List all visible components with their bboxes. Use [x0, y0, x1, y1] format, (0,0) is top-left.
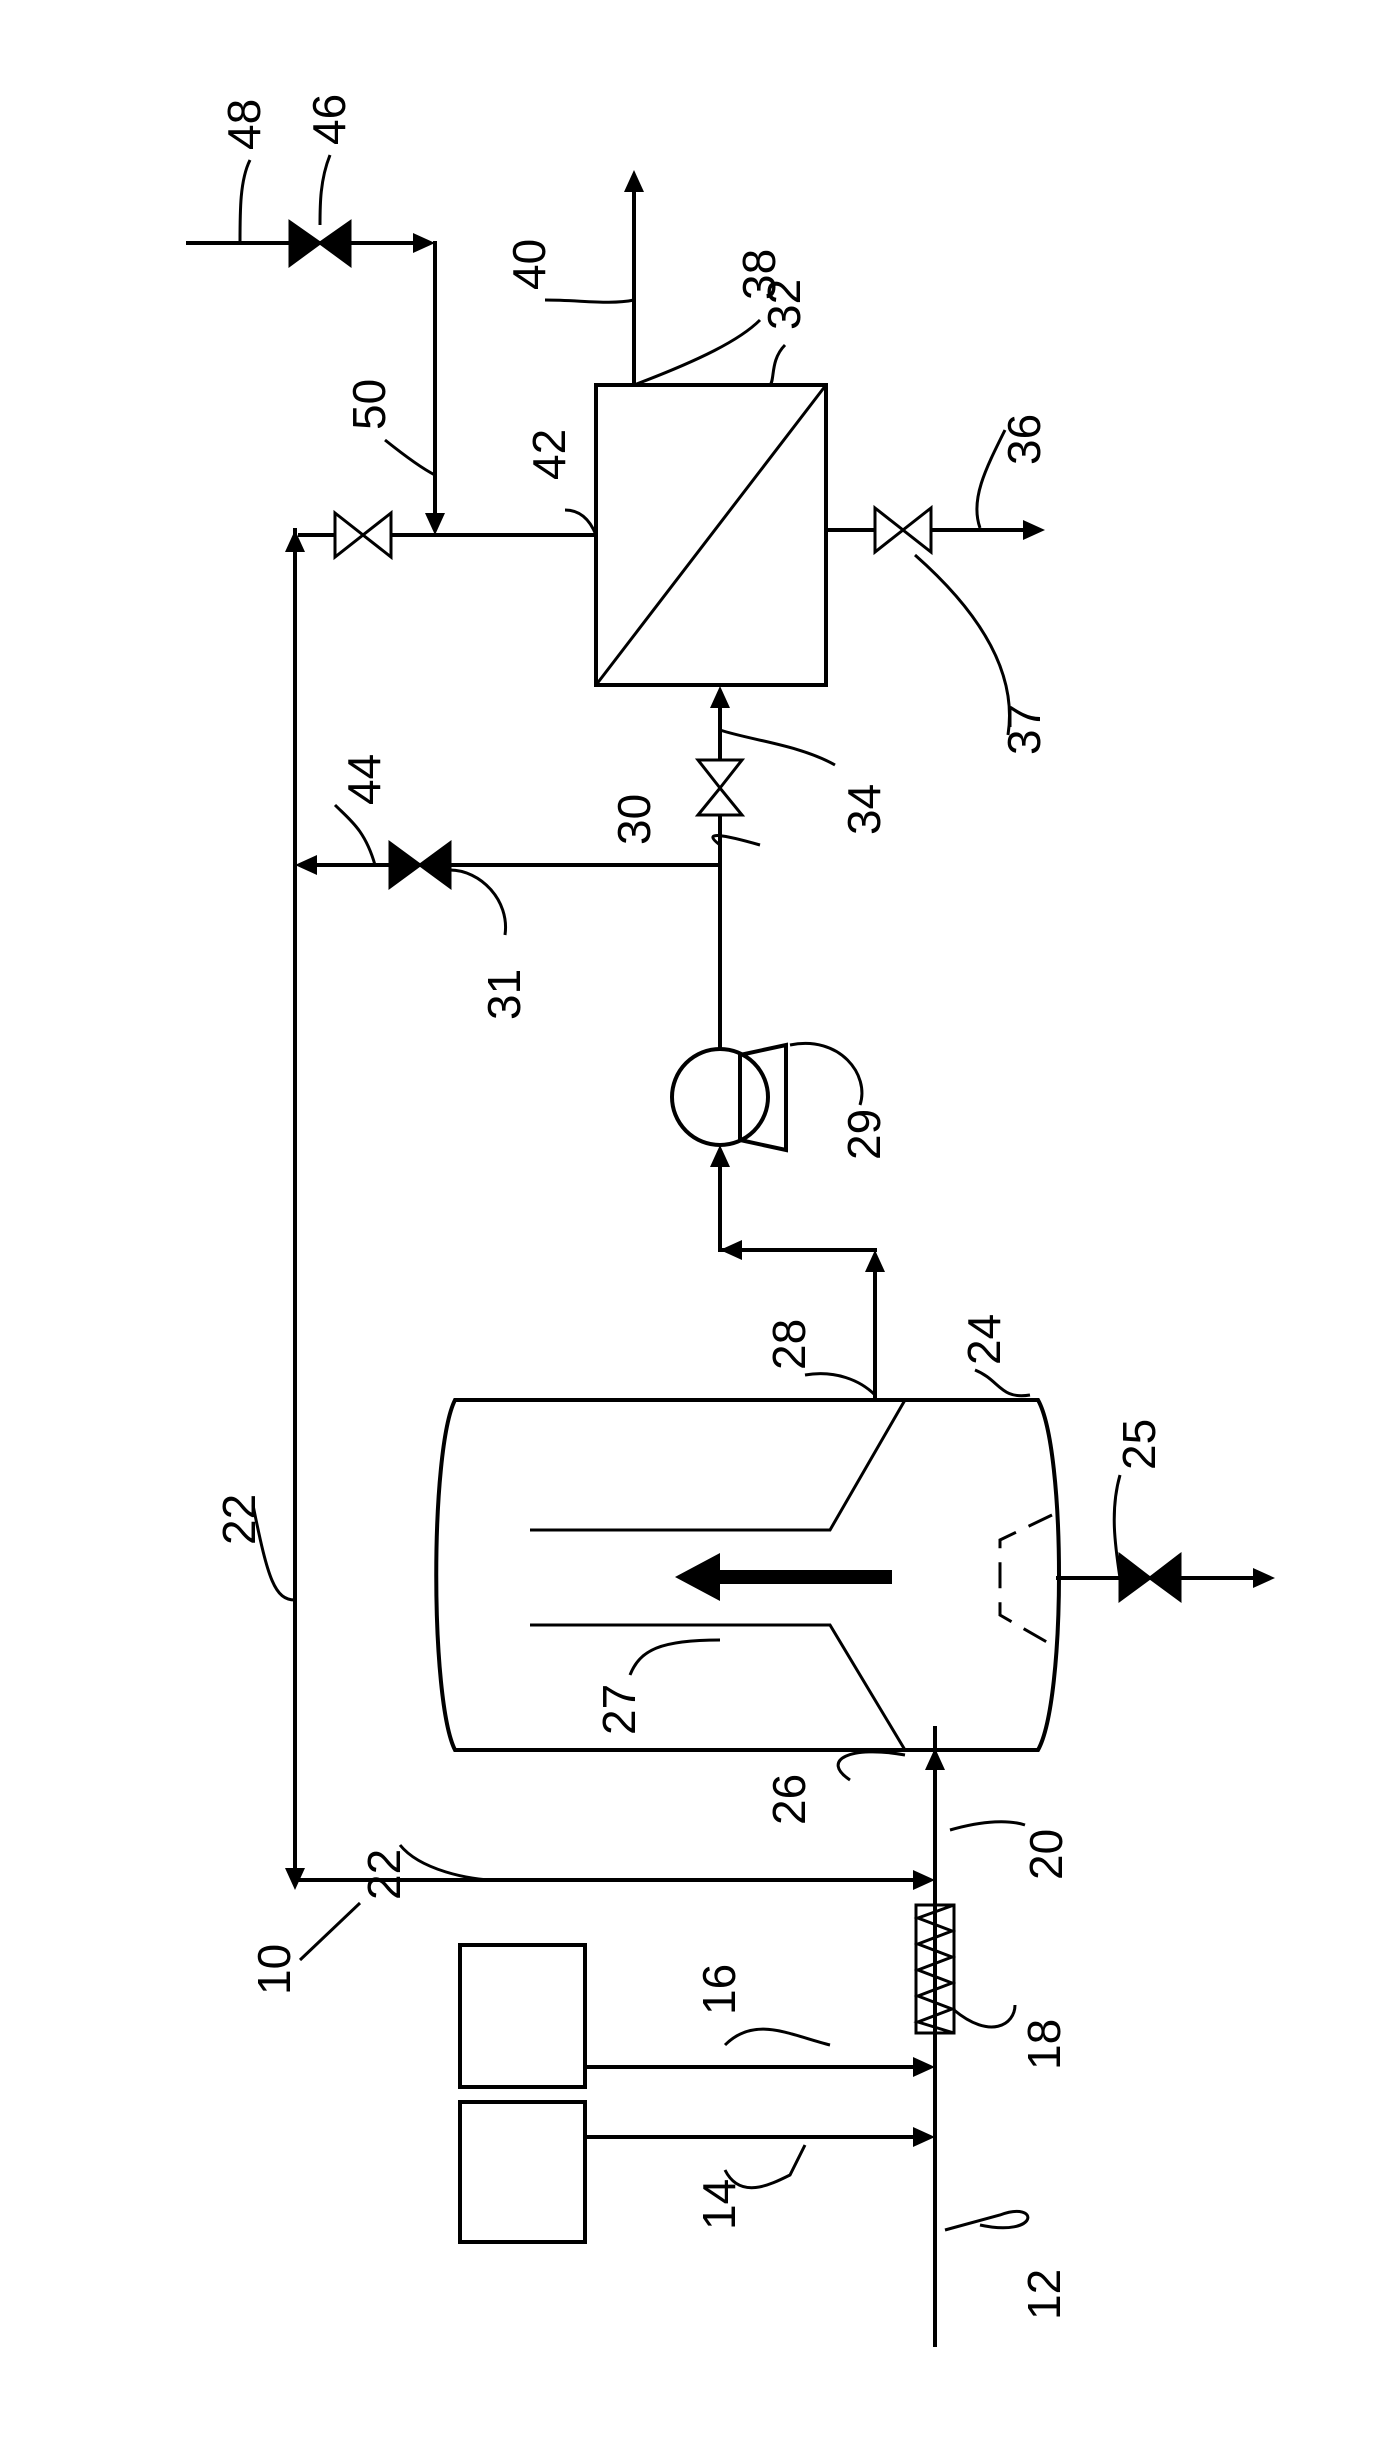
- branch-line-44: [295, 840, 722, 890]
- tank-outlet-28: [710, 1145, 885, 1402]
- outlet-line-36: [824, 504, 1045, 556]
- label-36: 36: [998, 414, 1050, 465]
- dosing-tank-16: [458, 1943, 587, 2089]
- static-mixer-18: [913, 1883, 957, 2057]
- label-34: 34: [838, 784, 890, 835]
- label-32: 32: [758, 279, 810, 330]
- label-31: 31: [478, 969, 530, 1020]
- drain-line-25: [1056, 1551, 1275, 1603]
- label-38: 38: [733, 249, 785, 300]
- label-14: 14: [693, 2179, 745, 2230]
- label-29: 29: [838, 1109, 890, 1160]
- label-22a: 22: [213, 1494, 265, 1545]
- reference-numerals: 10 12 14 16 18 20 22 22 24 25 26 27 28 2…: [213, 94, 1165, 2320]
- leader-lines: [238, 154, 1122, 2232]
- pump-29: [670, 846, 788, 1153]
- label-16: 16: [693, 1964, 745, 2015]
- label-27: 27: [593, 1684, 645, 1735]
- label-50: 50: [343, 379, 395, 430]
- label-18: 18: [1018, 2019, 1070, 2070]
- dosing-line-16: [583, 2057, 935, 2077]
- recycle-line-22: [285, 528, 935, 1890]
- settling-tank-24: [434, 1398, 1061, 1752]
- permeate-line-40: [624, 170, 644, 387]
- label-20: 20: [1020, 1829, 1072, 1880]
- label-25: 25: [1113, 1419, 1165, 1470]
- label-37: 37: [998, 704, 1050, 755]
- label-26: 26: [763, 1774, 815, 1825]
- label-24: 24: [958, 1314, 1010, 1365]
- label-44: 44: [338, 754, 390, 805]
- label-40: 40: [503, 239, 555, 290]
- label-10: 10: [248, 1944, 300, 1995]
- dosing-line-14: [583, 2127, 935, 2147]
- dosing-tank-14: [458, 2100, 587, 2244]
- membrane-unit-32: [594, 383, 828, 687]
- label-28: 28: [763, 1319, 815, 1370]
- concentrate-line-42: [298, 509, 598, 561]
- label-42: 42: [523, 429, 575, 480]
- label-30: 30: [608, 794, 660, 845]
- label-22b: 22: [358, 1849, 410, 1900]
- supply-line-48: [186, 219, 445, 535]
- label-46: 46: [303, 94, 355, 145]
- label-48: 48: [218, 99, 270, 150]
- membrane-feed-30: [694, 686, 746, 850]
- line-20: [925, 1748, 945, 1887]
- label-12: 12: [1018, 2269, 1070, 2320]
